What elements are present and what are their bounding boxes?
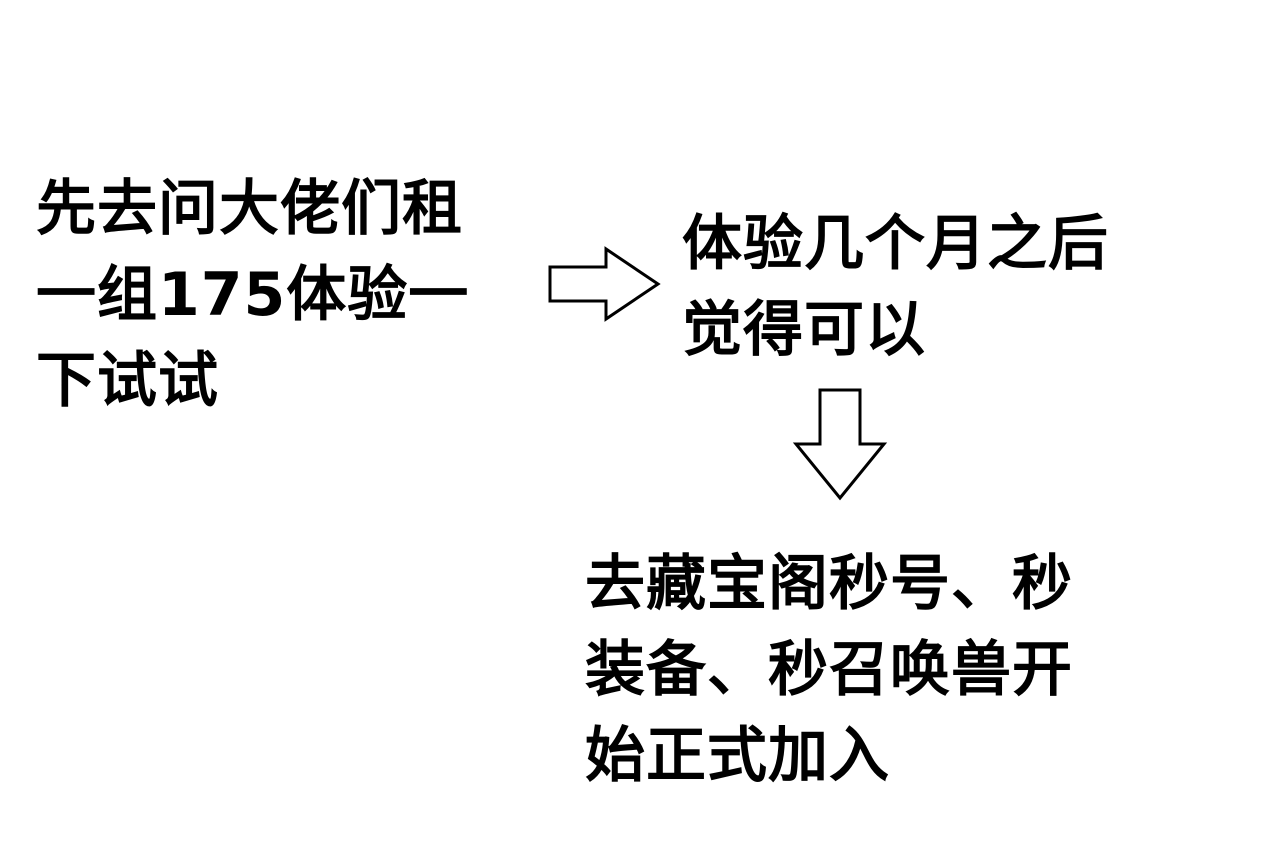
step-3-text-box: 去藏宝阁秒号、秒 装备、秒召唤兽开 始正式加入 xyxy=(585,541,1073,799)
step-3-line-2: 装备、秒召唤兽开 xyxy=(585,635,1073,705)
step-3-line-3: 始正式加入 xyxy=(585,721,890,791)
down-arrow-icon xyxy=(792,388,888,501)
step-2-text-box: 体验几个月之后 觉得可以 xyxy=(682,201,1109,373)
step-1-line-1: 先去问大佬们租 xyxy=(36,174,463,244)
step-3-line-1: 去藏宝阁秒号、秒 xyxy=(585,549,1073,619)
step-2-line-2: 觉得可以 xyxy=(682,295,926,365)
step-1-line-3: 下试试 xyxy=(36,346,219,416)
step-1-text-box: 先去问大佬们租 一组175体验一 下试试 xyxy=(36,166,469,424)
step-2-line-1: 体验几个月之后 xyxy=(682,209,1109,279)
step-1-line-2: 一组175体验一 xyxy=(36,260,470,330)
right-arrow-icon xyxy=(548,246,661,322)
